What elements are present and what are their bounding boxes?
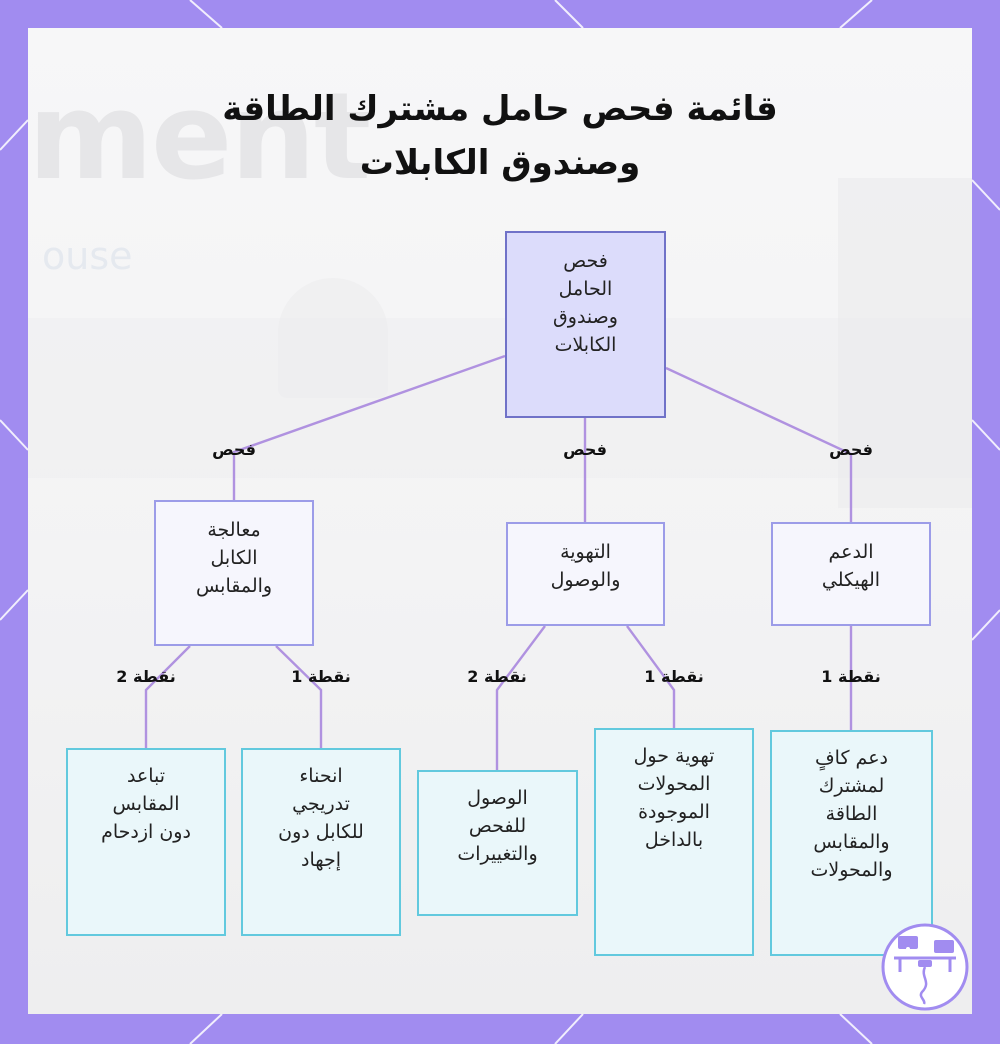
category-node-support: الدعم الهيكلي [771, 522, 931, 626]
edge-root-support [665, 366, 853, 522]
root-node: فحص الحامل وصندوق الكابلات [505, 231, 666, 418]
background-lamp-shape [278, 278, 388, 398]
edge-cable-leaf2 [275, 645, 323, 748]
edge-label-support: فحص [829, 440, 873, 459]
edge-label-ventilation: فحص [563, 440, 607, 459]
edge-root-cable [232, 354, 506, 500]
edge-label-leaf4: نقطة 1 [644, 667, 704, 686]
title-line-1: قائمة فحص حامل مشترك الطاقة [222, 89, 778, 129]
category-label-support: الدعم الهيكلي [821, 541, 881, 591]
leaf-node-1: تباعد المقابس دون ازدحام [66, 748, 226, 936]
edge-label-leaf5: نقطة 1 [821, 667, 881, 686]
edge-ventilation-leaf3 [495, 625, 546, 770]
category-node-cable: معالجة الكابل والمقابس [154, 500, 314, 646]
leaf-node-4: تهوية حول المحولات الموجودة بالداخل [594, 728, 754, 956]
category-label-ventilation: التهوية والوصول [550, 541, 621, 591]
leaf-label-3: الوصول للفحص والتغييرات [457, 787, 538, 865]
background-desk-shape [28, 318, 972, 478]
background-watermark: ment [28, 68, 371, 207]
edge-cable-leaf1 [144, 645, 191, 748]
category-node-ventilation: التهوية والوصول [506, 522, 665, 626]
leaf-label-5: دعم كافٍ لمشترك الطاقة والمقابس والمحولا… [810, 747, 893, 881]
category-label-cable: معالجة الكابل والمقابس [195, 519, 273, 597]
title-line-2: وصندوق الكابلات [359, 143, 641, 183]
edge-label-cable: فحص [212, 440, 256, 459]
page-title: قائمة فحص حامل مشترك الطاقة وصندوق الكاب… [0, 82, 1000, 190]
leaf-node-5: دعم كافٍ لمشترك الطاقة والمقابس والمحولا… [770, 730, 933, 956]
leaf-label-2: انحناء تدريجي للكابل دون إجهاد [278, 765, 364, 871]
leaf-node-3: الوصول للفحص والتغييرات [417, 770, 578, 916]
leaf-label-4: تهوية حول المحولات الموجودة بالداخل [633, 745, 715, 851]
leaf-label-1: تباعد المقابس دون ازدحام [101, 765, 191, 843]
edge-label-leaf3: نقطة 2 [467, 667, 527, 686]
background-watermark-small: ouse [42, 234, 133, 278]
desk-setup-icon [881, 923, 969, 1011]
leaf-node-2: انحناء تدريجي للكابل دون إجهاد [241, 748, 401, 936]
background-monitor-shape [838, 178, 972, 508]
root-node-label: فحص الحامل وصندوق الكابلات [553, 250, 618, 356]
edge-label-leaf2: نقطة 1 [291, 667, 351, 686]
edge-label-leaf1: نقطة 2 [116, 667, 176, 686]
edge-ventilation-leaf4 [626, 625, 676, 728]
